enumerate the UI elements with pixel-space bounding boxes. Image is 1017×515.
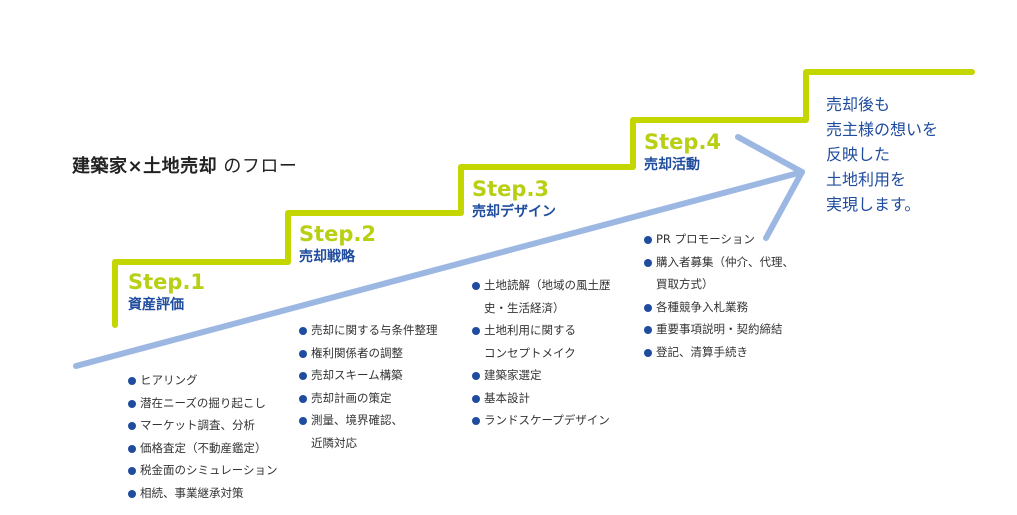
bullet-icon: [128, 444, 136, 453]
bullet-icon: [299, 372, 307, 380]
list-item-text: 購入者募集（仲介、代理、: [656, 254, 794, 269]
list-item-text: コンセプトメイク: [484, 345, 576, 360]
step-number: Step.2: [299, 222, 377, 246]
list-item-text: ヒアリング: [140, 373, 198, 387]
step-1-task-list: ヒアリング潜在ニーズの掘り起こしマーケット調査、分析価格査定（不動産鑑定） 税金面…: [128, 369, 278, 504]
list-item-text: マーケット調査、分析: [140, 418, 255, 432]
list-item-text: 売却に関する与条件整理: [311, 323, 438, 337]
list-item: 測量、境界確認、近隣対応: [299, 409, 438, 454]
step-1-label: Step.1 資産評価: [128, 270, 205, 314]
list-item: 土地読解（地域の風土歴史・生活経済）: [472, 274, 611, 319]
list-item-text: 重要事項説明・契約締結: [656, 322, 783, 336]
final-message: 売却後も 売主様の想いを 反映した 土地利用を 実現します。: [826, 95, 939, 214]
step-number: Step.1: [128, 270, 206, 294]
page-title: 建築家×土地売却 のフロー: [72, 152, 297, 178]
bullet-icon: [128, 489, 136, 498]
list-item-text: 権利関係者の調整: [311, 345, 403, 360]
list-item: 土地利用に関するコンセプトメイク: [472, 319, 611, 364]
list-item: 価格査定（不動産鑑定）: [128, 437, 278, 460]
list-item-text: 売却計画の策定: [311, 390, 392, 405]
list-item: 売却スキーム構築: [299, 364, 438, 387]
step-4-label: Step.4 売却活動: [644, 130, 721, 174]
list-item: 登記、清算手続き: [644, 341, 794, 364]
list-item: 売却に関する与条件整理: [299, 319, 438, 342]
list-item-text: 買取方式）: [656, 277, 714, 291]
title-bold: 建築家×土地売却: [72, 156, 218, 177]
staircase-line: [112, 69, 975, 328]
bullet-icon: [644, 326, 652, 334]
bullet-icon: [299, 349, 307, 358]
list-item-text: ランドスケープデザイン: [484, 413, 610, 427]
list-item: 税金面のシミュレーション: [128, 459, 278, 482]
list-item-text: 相続、事業継承対策: [140, 485, 244, 500]
list-item-text: 測量、境界確認、: [311, 413, 403, 427]
step-3-task-list: 土地読解（地域の風土歴史・生活経済）土地利用に関するコンセプトメイク建築家選定基…: [472, 274, 611, 432]
list-item: 重要事項説明・契約締結: [644, 318, 794, 341]
list-item-text: PR プロモーション: [656, 232, 755, 246]
bullet-icon: [472, 372, 480, 380]
list-item: 基本設計: [472, 387, 611, 410]
bullet-icon: [128, 399, 136, 408]
bullet-icon: [128, 467, 136, 475]
list-item-text: 各種競争入札業務: [656, 299, 748, 314]
list-item: 潜在ニーズの掘り起こし: [128, 392, 278, 415]
bullet-icon: [128, 377, 136, 385]
list-item-text: 潜在ニーズの掘り起こし: [140, 395, 266, 410]
bullet-icon: [472, 327, 480, 335]
list-item: ランドスケープデザイン: [472, 409, 611, 432]
step-4-task-list: PR プロモーション購入者募集（仲介、代理、買取方式） 各種競争入札業務重要事項説…: [644, 228, 794, 363]
step-2-label: Step.2 売却戦略: [299, 222, 376, 266]
bullet-icon: [299, 394, 307, 403]
step-number: Step.4: [644, 130, 722, 154]
bullet-icon: [299, 417, 307, 425]
step-name: 売却活動: [644, 157, 700, 173]
list-item: 相続、事業継承対策: [128, 482, 278, 505]
list-item-text: 基本設計: [484, 390, 530, 405]
step-number: Step.3: [472, 177, 550, 201]
list-item: ヒアリング: [128, 369, 278, 392]
list-item-text: 土地利用に関する: [484, 323, 576, 337]
list-item-text: 売却スキーム構築: [311, 368, 403, 382]
arrow-shaft: [73, 169, 805, 369]
list-item-text: 近隣対応: [311, 435, 357, 450]
list-item-text: 登記、清算手続き: [656, 344, 748, 359]
bullet-icon: [644, 236, 652, 244]
bullet-icon: [299, 327, 307, 335]
list-item: 権利関係者の調整: [299, 342, 438, 365]
title-normal: のフロー: [217, 156, 298, 177]
arrow-head-icon: [735, 134, 805, 241]
bullet-icon: [644, 348, 652, 357]
list-item: PR プロモーション: [644, 228, 794, 251]
list-item: 建築家選定: [472, 364, 611, 387]
bullet-icon: [644, 303, 652, 312]
step-3-label: Step.3 売却デザイン: [472, 177, 556, 221]
list-item: 売却計画の策定: [299, 387, 438, 410]
list-item-text: 土地読解（地域の風土歴: [484, 278, 611, 292]
list-item-text: 史・生活経済）: [484, 300, 565, 315]
step-name: 資産評価: [128, 297, 184, 313]
list-item: マーケット調査、分析: [128, 414, 278, 437]
step-name: 売却戦略: [299, 249, 355, 265]
list-item-text: 建築家選定: [484, 368, 542, 382]
list-item: 購入者募集（仲介、代理、買取方式）: [644, 251, 794, 296]
bullet-icon: [472, 282, 480, 290]
list-item: 各種競争入札業務: [644, 296, 794, 319]
bullet-icon: [644, 258, 652, 267]
bullet-icon: [472, 394, 480, 403]
bullet-icon: [128, 422, 136, 430]
bullet-icon: [472, 417, 480, 425]
step-2-task-list: 売却に関する与条件整理権利関係者の調整売却スキーム構築売却計画の策定測量、境界確…: [299, 319, 438, 454]
list-item-text: 税金面のシミュレーション: [140, 463, 278, 477]
step-name: 売却デザイン: [472, 204, 556, 220]
list-item-text: 価格査定（不動産鑑定）: [140, 440, 267, 455]
